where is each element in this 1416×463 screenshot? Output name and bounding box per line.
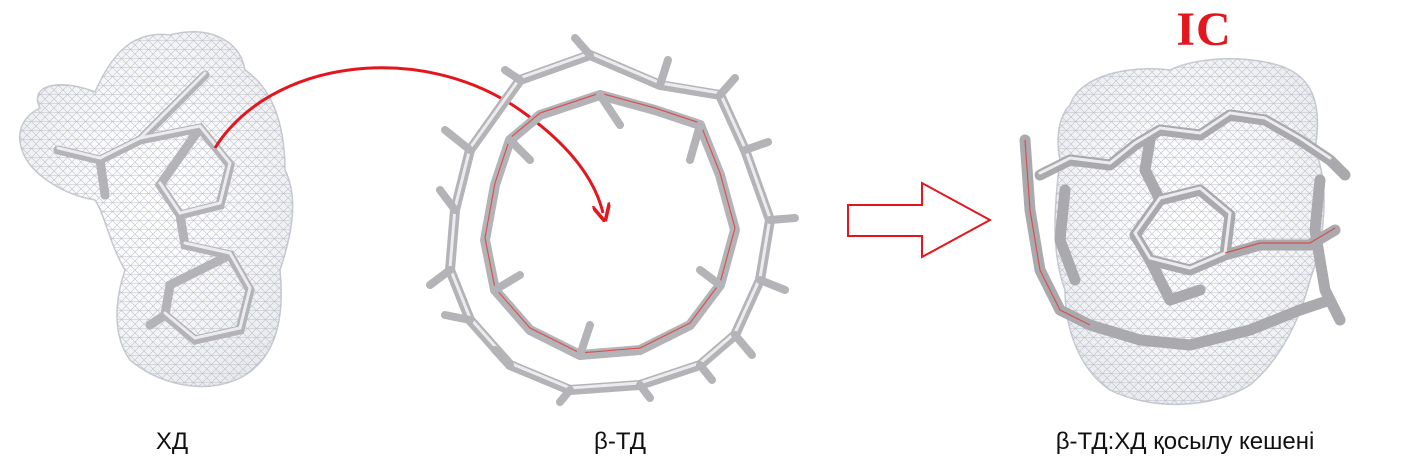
result-arrow [847,181,993,259]
guest-caption: ХД [155,428,189,455]
host-molecule [426,34,799,406]
complex-caption: β-ТД:ХД қосылу кешені [1055,428,1315,455]
complex-molecule [1019,58,1351,406]
host-caption: β-ТД [594,428,646,455]
guest-molecule [19,31,294,388]
inclusion-complex-tag: IC [1176,3,1232,56]
transfer-arrow [213,66,603,213]
